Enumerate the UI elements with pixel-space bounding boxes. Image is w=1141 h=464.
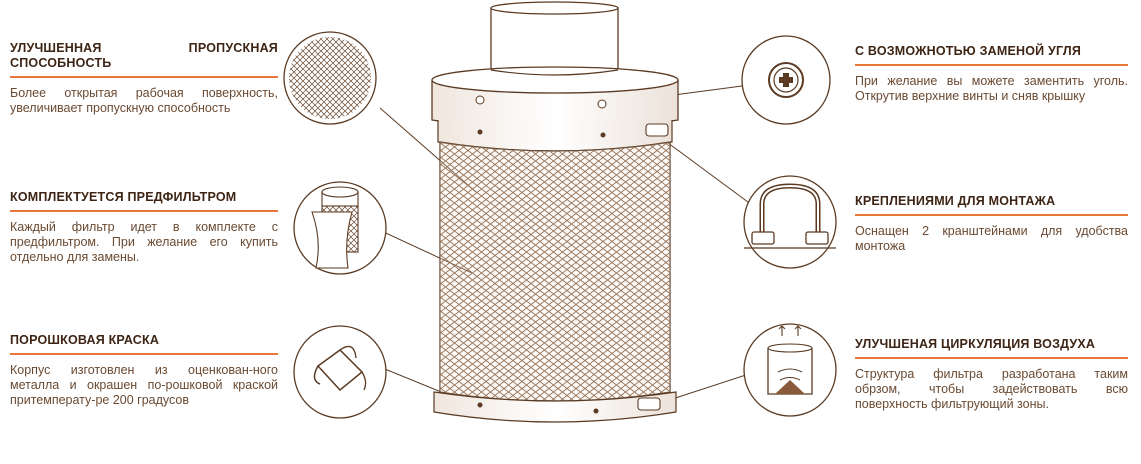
feature-carbon: С ВОЗМОЖНОТЬЮ ЗАМЕНОЙ УГЛЯ При желание в… [855, 44, 1128, 104]
accent-rule [855, 64, 1128, 66]
feature-title: УЛУЧШЕНАЯ ЦИРКУЛЯЦИЯ ВОЗДУХА [855, 337, 1096, 351]
feature-text: При желание вы можете заментить уголь. О… [855, 74, 1128, 103]
filter-bottom-band [433, 391, 677, 423]
feature-title: КОМПЛЕКТУЕТСЯ ПРЕДФИЛЬТРОМ [10, 190, 237, 204]
feature-text: Структура фильтра разработана таким обрз… [855, 367, 1128, 411]
accent-rule [855, 357, 1128, 359]
feature-mount: КРЕПЛЕНИЯМИ ДЛЯ МОНТАЖА Оснащен 2 краншт… [855, 194, 1128, 254]
feature-text: Оснащен 2 кранштейнами для удобства монт… [855, 224, 1128, 253]
accent-rule [855, 214, 1128, 216]
mesh-icon [283, 31, 377, 125]
feature-capacity: УЛУЧШЕННАЯ ПРОПУСКНАЯ СПОСОБНОСТЬ Более … [10, 41, 278, 116]
paint-bucket-icon [293, 325, 387, 419]
feature-prefilter: КОМПЛЕКТУЕТСЯ ПРЕДФИЛЬТРОМ Каждый фильтр… [10, 190, 278, 265]
feature-title: С ВОЗМОЖНОТЬЮ ЗАМЕНОЙ УГЛЯ [855, 44, 1082, 58]
filter-top-cap [431, 66, 679, 131]
feature-title: УЛУЧШЕННАЯ ПРОПУСКНАЯ СПОСОБНОСТЬ [10, 41, 278, 70]
feature-title: КРЕПЛЕНИЯМИ ДЛЯ МОНТАЖА [855, 194, 1056, 208]
airflow-icon [743, 323, 837, 417]
accent-rule [10, 353, 278, 355]
feature-text: Корпус изготовлен из оценкован-ного мета… [10, 363, 278, 407]
prefilter-icon [293, 181, 387, 275]
screw-icon [741, 35, 831, 125]
feature-text: Более открытая рабочая поверхность, увел… [10, 86, 278, 115]
filter-mesh-body [439, 141, 671, 402]
filter-top-collar [490, 1, 619, 71]
feature-text: Каждый фильтр идет в комплекте с предфил… [10, 220, 278, 264]
accent-rule [10, 210, 278, 212]
bracket-icon [743, 175, 837, 269]
feature-title: ПОРОШКОВАЯ КРАСКА [10, 333, 160, 347]
feature-paint: ПОРОШКОВАЯ КРАСКА Корпус изготовлен из о… [10, 333, 278, 408]
feature-airflow: УЛУЧШЕНАЯ ЦИРКУЛЯЦИЯ ВОЗДУХА Структура ф… [855, 337, 1128, 412]
accent-rule [10, 76, 278, 78]
